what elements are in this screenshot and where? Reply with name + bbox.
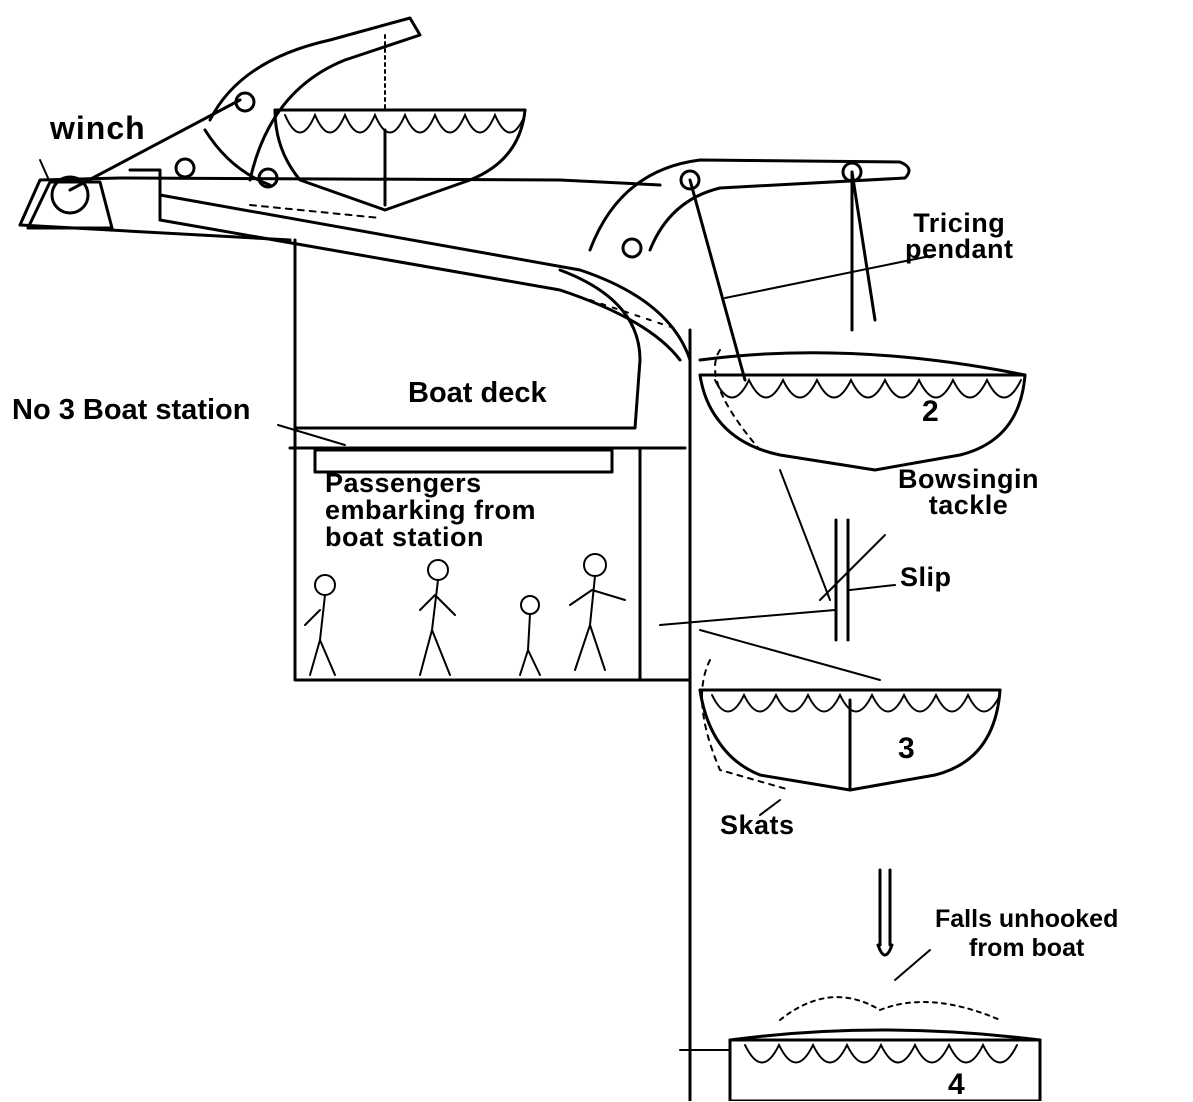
davit-upper <box>70 18 420 190</box>
stage-number-3: 3 <box>898 732 915 766</box>
label-tricing-pendant: Tricing pendant <box>905 210 1014 262</box>
label-no3-boat-station: No 3 Boat station <box>12 394 250 427</box>
lifeboat-stage1 <box>275 110 525 210</box>
falls-hook <box>878 870 930 980</box>
label-tricing-line2: pendant <box>905 236 1014 262</box>
label-passengers-line3: boat station <box>325 524 536 551</box>
stage-number-4: 4 <box>948 1068 965 1102</box>
label-passengers-line1: Passengers <box>325 470 536 497</box>
label-winch: winch <box>50 110 146 147</box>
ship-hull <box>295 240 690 1101</box>
label-falls-line2: from boat <box>935 934 1118 963</box>
label-boat-deck: Boat deck <box>408 377 547 410</box>
label-slip: Slip <box>900 562 952 593</box>
bowsing-tackle <box>660 470 895 680</box>
label-bowsing-tackle: Bowsingin tackle <box>898 466 1039 518</box>
label-passengers-line2: embarking from <box>325 497 536 524</box>
label-falls-line1: Falls unhooked <box>935 905 1118 934</box>
label-skats: Skats <box>720 810 795 841</box>
stage-number-2: 2 <box>922 395 939 429</box>
label-bowsing-line1: Bowsingin <box>898 466 1039 492</box>
winch-drum <box>28 160 112 228</box>
lifeboat-stage3 <box>700 660 1000 790</box>
label-bowsing-line2: tackle <box>898 492 1039 518</box>
label-tricing-line1: Tricing <box>905 210 1014 236</box>
lifeboat-stage2 <box>700 350 1025 470</box>
label-passengers-embarking: Passengers embarking from boat station <box>325 470 536 551</box>
passenger-figures <box>305 554 625 675</box>
tricing-pendant-leader <box>725 255 935 298</box>
lifeboat-stage4 <box>680 997 1040 1101</box>
boat-deck-structure <box>290 270 685 448</box>
label-falls-unhooked: Falls unhooked from boat <box>935 905 1118 963</box>
